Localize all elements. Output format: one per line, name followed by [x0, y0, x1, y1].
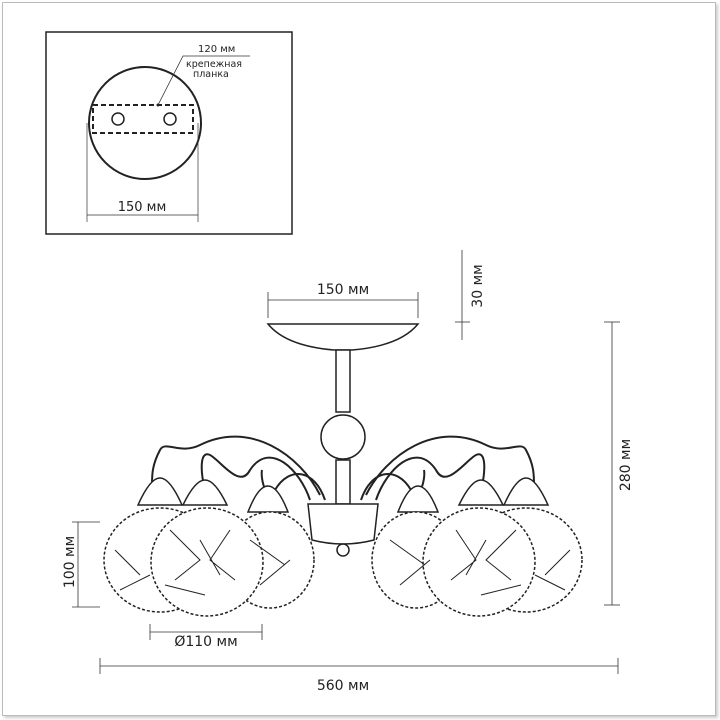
total-height-label: 280 мм [618, 439, 634, 491]
shade-pattern [114, 529, 571, 596]
dimension-lines [72, 250, 620, 674]
total-width-label: 560 мм [317, 678, 369, 694]
shade [150, 507, 264, 617]
shade-height-label: 100 мм [62, 536, 78, 588]
stem [335, 349, 351, 413]
canopy-height-label: 30 мм [470, 264, 486, 307]
bracket-label-2: планка [193, 69, 229, 80]
canopy-diameter-label: 150 мм [118, 200, 167, 215]
chandelier-drawing [103, 323, 583, 617]
bracket-length-label: 120 мм [198, 44, 235, 55]
shade [422, 507, 536, 617]
mounting-bracket [92, 104, 194, 134]
decorative-ball [320, 414, 366, 460]
center-body [307, 503, 379, 545]
screw-hole [163, 112, 177, 126]
canopy-circle [88, 66, 202, 180]
bracket-label-1: крепежная [186, 59, 242, 70]
canopy-width-label: 150 мм [317, 282, 369, 298]
leader-line [157, 55, 250, 106]
mount-detail-inset: 120 мм крепежная планка 150 мм [45, 31, 293, 235]
screw-hole [111, 112, 125, 126]
shade-diameter-label: Ø110 мм [174, 634, 237, 650]
canopy [266, 323, 420, 351]
